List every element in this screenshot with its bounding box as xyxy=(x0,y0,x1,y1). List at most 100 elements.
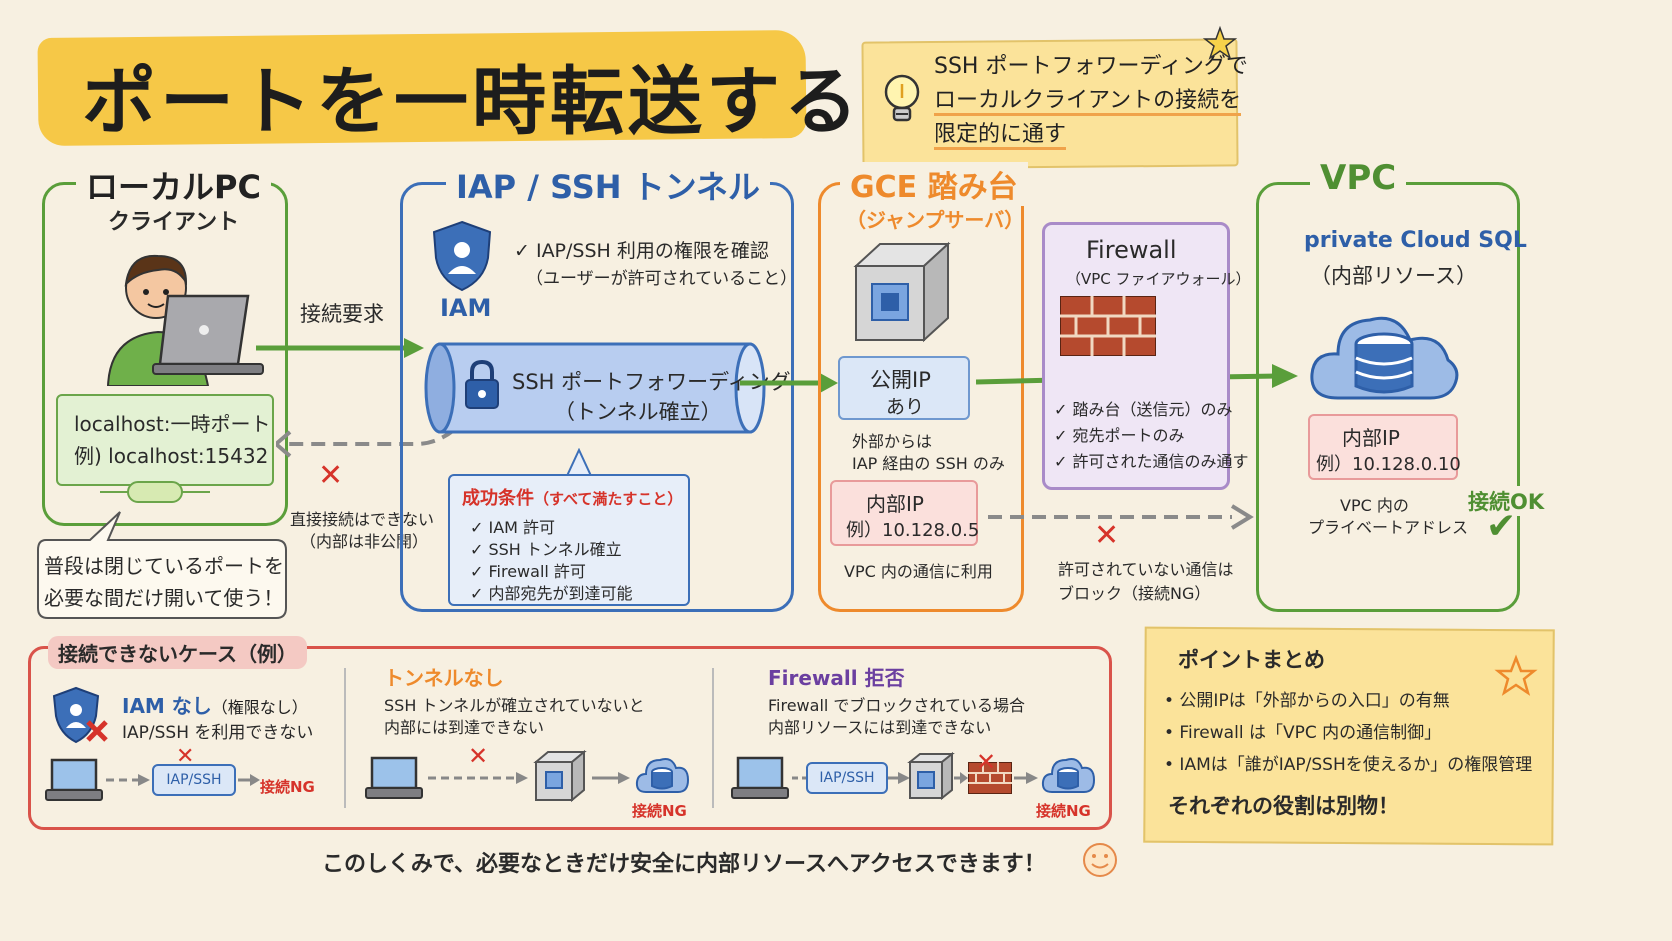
case-firewall-desc1: Firewall でブロックされている場合 xyxy=(768,696,1025,715)
case-firewall-server-icon xyxy=(907,751,955,801)
hint-bubble xyxy=(37,511,287,619)
request-label: 接続要求 xyxy=(300,302,384,326)
case-iam-title: IAM なし（権限なし） xyxy=(122,690,308,719)
vpc-ip-title: 内部IP xyxy=(1342,426,1400,450)
hint-line1: 普段は閉じているポートを xyxy=(44,554,284,578)
blocked-x-icon: ✕ xyxy=(318,458,344,493)
case-tunnel-desc2: 内部には到達できない xyxy=(384,718,545,737)
case-iam-laptop-icon xyxy=(45,758,103,801)
vpc-note2: プライベートアドレス xyxy=(1308,518,1469,537)
tunnel-to-gce-arrow xyxy=(740,372,838,394)
case-firewall-desc2: 内部リソースには到達できない xyxy=(768,718,992,737)
top-note-line1: SSH ポートフォワーディングで xyxy=(934,54,1248,79)
lightbulb-icon xyxy=(884,74,920,122)
gce-subtitle: （ジャンプサーバ） xyxy=(846,208,1025,232)
local-pc-subtitle: クライアント xyxy=(108,210,240,235)
ok-label: 接続OK xyxy=(1468,486,1545,516)
vpc-title: VPC xyxy=(1310,158,1407,198)
success-box xyxy=(448,474,690,606)
case-firewall-laptop-icon xyxy=(731,756,789,799)
iam-denied-icon xyxy=(52,686,108,744)
summary-star-icon xyxy=(1494,654,1538,696)
case-firewall-arrow-4 xyxy=(1014,772,1038,784)
case-tunnel-arrow-2 xyxy=(592,772,630,784)
success-item-3: ✓ Firewall 許可 xyxy=(470,562,586,581)
case-iam-ng: 接続NG xyxy=(260,778,315,796)
case-firewall-arrow-3 xyxy=(954,772,968,784)
smiley-icon xyxy=(1083,843,1117,877)
summary-item-2: • Firewall は「VPC 内の通信制御」 xyxy=(1164,723,1442,743)
server-chip-icon xyxy=(853,241,951,343)
iap-check-line1: ✓ IAP/SSH 利用の権限を確認 xyxy=(514,240,769,262)
case-firewall-x-icon: ✕ xyxy=(976,748,997,776)
case-firewall-arrow-2 xyxy=(888,772,910,784)
vpc-internal-ip-box xyxy=(1308,414,1458,480)
case-tunnel-desc1: SSH トンネルが確立されていないと xyxy=(384,696,645,715)
cases-divider-2 xyxy=(712,668,714,808)
case-tunnel-server-icon xyxy=(533,749,587,803)
case-iam-chip: IAP/SSH xyxy=(152,764,236,796)
summary-item-1: • 公開IPは「外部からの入口」の有無 xyxy=(1164,691,1450,711)
gce-internal-ip-title: 内部IP xyxy=(866,492,924,516)
public-note1: 外部からは xyxy=(852,432,933,451)
tunnel-line2: （トンネル確立） xyxy=(554,400,722,424)
page-title: ポートを一時転送する xyxy=(82,59,862,145)
local-port-line2: 例) localhost:15432 xyxy=(74,444,269,468)
summary-item-3: • IAMは「誰がIAP/SSHを使えるか」の権限管理 xyxy=(1164,755,1533,775)
gce-internal-ip-box xyxy=(830,480,978,546)
public-note2: IAP 経由の SSH のみ xyxy=(852,454,1005,473)
port-cylinder-icon xyxy=(100,481,210,503)
block-note-line1: 許可されていない通信は xyxy=(1058,560,1234,579)
case-tunnel-ng: 接続NG xyxy=(632,802,687,820)
local-port-line1: localhost:一時ポート xyxy=(74,412,271,436)
footer-text: このしくみで、必要なときだけ安全に内部リソースへアクセスできます！ xyxy=(322,852,1046,877)
top-note-line3: 限定的に通す xyxy=(934,118,1248,152)
cases-title: 接続できないケース（例） xyxy=(48,636,307,669)
success-item-4: ✓ 内部宛先が到達可能 xyxy=(470,584,633,603)
success-title-note: （すべて満たすこと） xyxy=(534,490,683,508)
no-direct-line1: 直接接続はできない xyxy=(290,510,435,529)
block-note-line2: ブロック（接続NG） xyxy=(1058,584,1211,603)
firewall-subtitle: （VPC ファイアウォール） xyxy=(1066,270,1251,288)
case-firewall-chip: IAP/SSH xyxy=(806,762,888,794)
summary-conclusion: それぞれの役割は別物！ xyxy=(1168,794,1399,818)
case-iam-arrow-2 xyxy=(238,774,260,786)
case-iam-title-note: （権限なし） xyxy=(211,698,308,717)
case-tunnel-laptop-icon xyxy=(365,756,423,799)
no-direct-line2: （内部は非公開） xyxy=(300,532,429,551)
brick-wall-icon xyxy=(1060,296,1156,356)
sql-title: private Cloud SQL xyxy=(1304,228,1527,253)
case-firewall-title: Firewall 拒否 xyxy=(768,666,905,690)
case-iam-desc: IAP/SSH を利用できない xyxy=(122,723,314,743)
firewall-title: Firewall xyxy=(1086,236,1177,264)
gce-internal-ip-value: 例）10.128.0.5 xyxy=(846,520,980,541)
lock-icon xyxy=(465,359,499,409)
sql-subtitle: （内部リソース） xyxy=(1310,264,1477,288)
vpc-note1: VPC 内の xyxy=(1340,496,1409,515)
gce-title: GCE 踏み台 xyxy=(840,162,1028,206)
top-note-text: SSH ポートフォワーディングで ローカルクライアントの接続を 限定的に通す xyxy=(934,50,1248,152)
blocked-x-icon-2: ✕ xyxy=(1094,518,1120,553)
case-firewall-brick-icon xyxy=(968,762,1012,794)
public-ip-box xyxy=(838,356,970,420)
iam-shield-icon xyxy=(432,220,492,292)
success-item-2: ✓ SSH トンネル確立 xyxy=(470,540,622,559)
local-pc-title: ローカルPC xyxy=(76,162,271,208)
blocked-dashed-arrow xyxy=(988,504,1254,530)
success-title-main: 成功条件 xyxy=(462,488,534,509)
case-firewall-db-icon xyxy=(1041,758,1096,793)
person-laptop-icon xyxy=(106,254,264,386)
iap-title: IAP / SSH トンネル xyxy=(446,162,771,208)
case-tunnel-x-icon: ✕ xyxy=(468,742,489,770)
iam-label: IAM xyxy=(440,294,492,322)
iap-check-line2: （ユーザーが許可されていること） xyxy=(526,269,798,289)
public-ip-line2: あり xyxy=(886,396,925,418)
case-tunnel-title: トンネルなし xyxy=(384,666,504,690)
firewall-rule-3: ✓ 許可された通信のみ通す xyxy=(1054,452,1249,471)
request-arrow xyxy=(256,338,424,358)
ok-check-icon: ✔ xyxy=(1486,506,1517,547)
case-firewall-ng: 接続NG xyxy=(1036,802,1091,820)
case-iam-arrow xyxy=(106,774,150,786)
top-note-line2: ローカルクライアントの接続を xyxy=(934,84,1248,118)
case-tunnel-db-icon xyxy=(635,758,690,793)
